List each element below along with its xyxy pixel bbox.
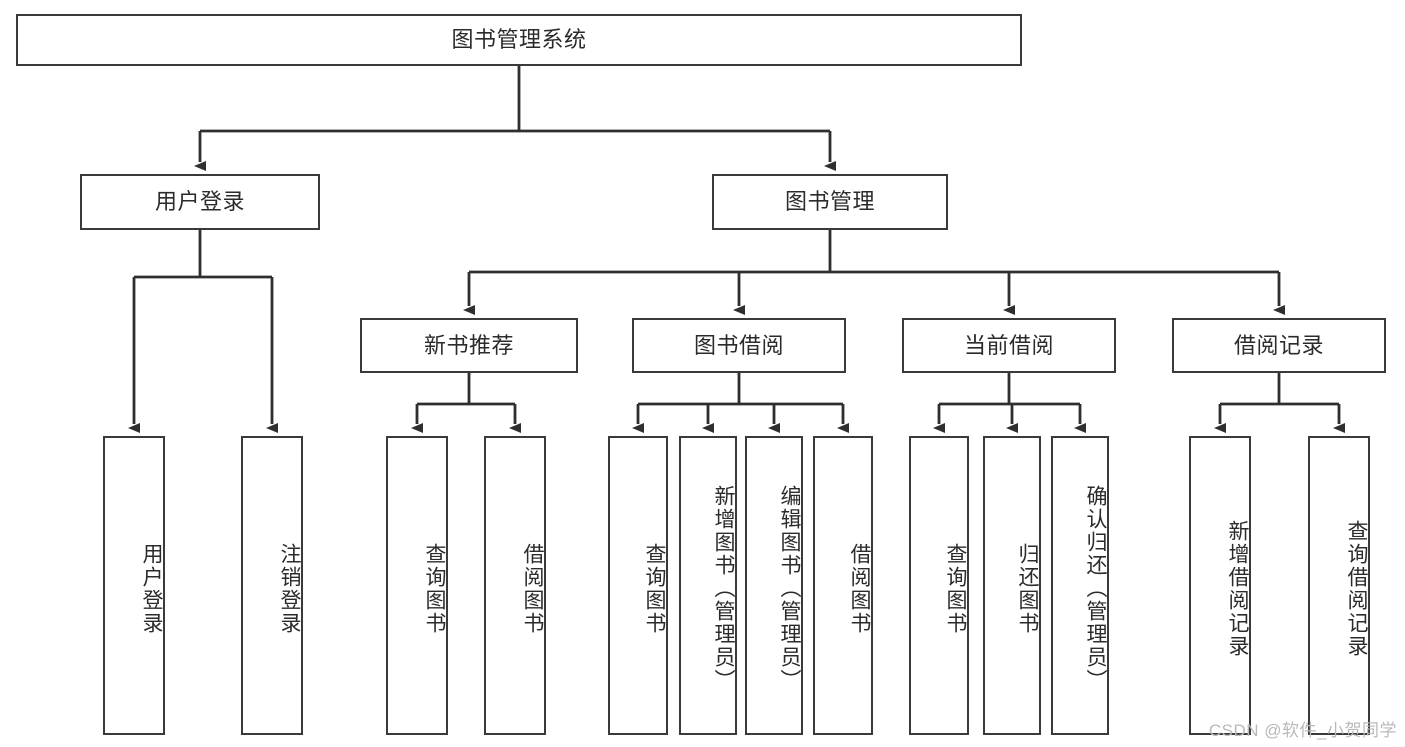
node-label: 查询图书 [423,542,446,635]
node-label: 查询图书 [944,542,967,635]
node-book-borrow[interactable]: 图书借阅 [632,318,846,373]
node-label: 当前借阅 [963,332,1054,358]
node-label: 用户登录 [140,542,163,635]
node-label: 查询借阅记录 [1345,519,1368,658]
watermark-text: CSDN @软件_小贺同学 [1208,721,1397,740]
node-leaf-borrow-book-2[interactable]: 借阅图书 [813,436,873,735]
node-label: 编辑图书（管理员） [778,485,801,692]
node-label: 归还图书 [1016,542,1039,635]
node-leaf-query-book-1[interactable]: 查询图书 [386,436,448,735]
node-leaf-user-login[interactable]: 用户登录 [103,436,165,735]
node-label: 图书管理系统 [451,27,587,53]
node-label: 注销登录 [278,542,301,635]
node-label: 新增借阅记录 [1226,519,1249,658]
node-leaf-return-book[interactable]: 归还图书 [983,436,1041,735]
node-label: 用户登录 [154,189,245,215]
node-label: 新增图书（管理员） [712,485,735,692]
node-user-login[interactable]: 用户登录 [80,174,320,230]
node-book-manage[interactable]: 图书管理 [712,174,948,230]
node-leaf-add-record[interactable]: 新增借阅记录 [1189,436,1251,735]
node-leaf-logout[interactable]: 注销登录 [241,436,303,735]
node-borrow-record[interactable]: 借阅记录 [1172,318,1386,373]
node-label: 借阅记录 [1233,332,1324,358]
node-leaf-query-record[interactable]: 查询借阅记录 [1308,436,1370,735]
node-label: 图书管理 [784,189,875,215]
node-label: 查询图书 [643,542,666,635]
node-leaf-borrow-book-1[interactable]: 借阅图书 [484,436,546,735]
node-leaf-query-book-2[interactable]: 查询图书 [608,436,668,735]
node-leaf-confirm-return[interactable]: 确认归还（管理员） [1051,436,1109,735]
node-label: 借阅图书 [521,542,544,635]
node-label: 图书借阅 [693,332,784,358]
node-root-system[interactable]: 图书管理系统 [16,14,1022,66]
node-current-borrow[interactable]: 当前借阅 [902,318,1116,373]
node-label: 借阅图书 [848,542,871,635]
node-leaf-add-book[interactable]: 新增图书（管理员） [679,436,737,735]
node-label: 确认归还（管理员） [1084,485,1107,692]
node-leaf-query-book-3[interactable]: 查询图书 [909,436,969,735]
node-leaf-edit-book[interactable]: 编辑图书（管理员） [745,436,803,735]
node-new-book-recommend[interactable]: 新书推荐 [360,318,578,373]
node-label: 新书推荐 [423,332,514,358]
